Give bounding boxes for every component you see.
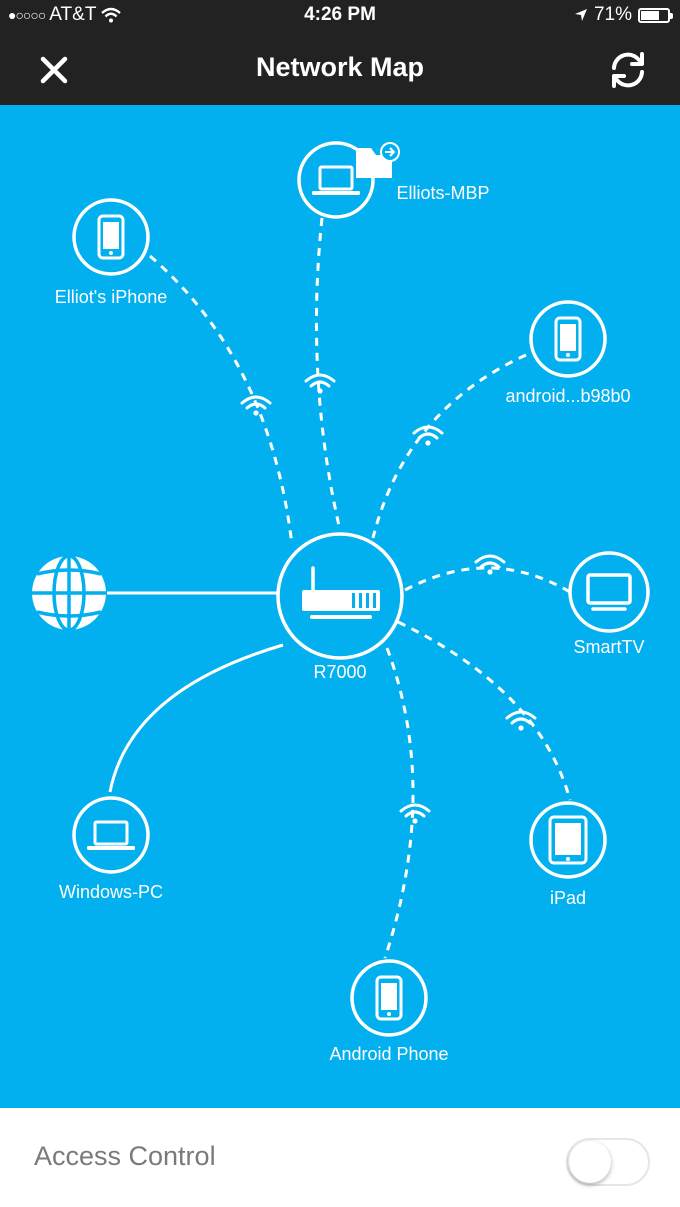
link-elliots-iphone	[149, 254, 294, 546]
router-node[interactable]	[276, 532, 404, 660]
battery-level	[641, 10, 659, 20]
wifi-icon	[412, 425, 444, 448]
link-android-phone	[383, 647, 415, 959]
link-windows-pc	[108, 643, 284, 793]
link-smarttv	[404, 566, 571, 594]
globe-icon[interactable]	[32, 554, 106, 632]
location-arrow-icon	[574, 9, 587, 21]
device-label-smarttv: SmartTV	[573, 637, 645, 657]
access-control-label: Access Control	[34, 1141, 216, 1171]
battery-icon	[638, 7, 673, 23]
device-node-elliots-mbp[interactable]	[297, 141, 400, 219]
wifi-icon	[399, 803, 431, 826]
device-node-windows-pc[interactable]	[72, 796, 150, 874]
tablet-icon	[548, 815, 588, 865]
device-label-android-phone: Android Phone	[329, 1044, 449, 1064]
device-label-windows-pc: Windows-PC	[58, 882, 164, 902]
wifi-icon	[304, 373, 336, 396]
signal-strength-icon: ●○○○○	[8, 7, 46, 23]
carrier-label: AT&T	[49, 4, 97, 25]
network-map: R7000 Elliots-MBP Elliot's iPhone androi…	[0, 105, 680, 1108]
refresh-button[interactable]	[606, 48, 650, 92]
link-ipad	[397, 620, 572, 801]
device-node-elliots-iphone[interactable]	[72, 198, 150, 276]
file-share-icon	[356, 142, 400, 178]
router-label: R7000	[313, 662, 367, 682]
device-node-android-b98b0[interactable]	[529, 300, 607, 378]
device-label-elliots-mbp: Elliots-MBP	[396, 183, 490, 203]
close-button[interactable]	[34, 50, 74, 90]
top-bar: ●○○○○ AT&T 4:26 PM 71% Network Map	[0, 0, 680, 105]
wifi-status-icon	[101, 7, 122, 23]
device-label-android-b98b0: android...b98b0	[505, 386, 631, 406]
device-node-smarttv[interactable]	[568, 551, 650, 633]
close-icon	[40, 56, 68, 84]
status-time: 4:26 PM	[304, 4, 376, 25]
status-left: ●○○○○ AT&T	[8, 4, 122, 26]
tv-icon	[586, 573, 632, 611]
router-icon	[302, 566, 380, 619]
device-node-android-phone[interactable]	[350, 959, 428, 1037]
refresh-icon	[612, 52, 644, 88]
device-label-elliots-iphone: Elliot's iPhone	[54, 287, 168, 307]
battery-percent: 71%	[593, 4, 632, 25]
network-map-canvas	[32, 141, 650, 1037]
link-android-b98b0	[371, 353, 527, 539]
access-control-toggle[interactable]	[566, 1138, 650, 1186]
page-title: Network Map	[255, 52, 425, 82]
toggle-knob	[569, 1141, 611, 1183]
status-right: 71%	[574, 4, 673, 26]
device-node-ipad[interactable]	[529, 801, 607, 879]
wifi-icon	[474, 554, 506, 577]
device-label-ipad: iPad	[549, 888, 587, 908]
link-elliots-mbp	[314, 217, 342, 531]
access-control-row: Access Control	[0, 1108, 680, 1207]
